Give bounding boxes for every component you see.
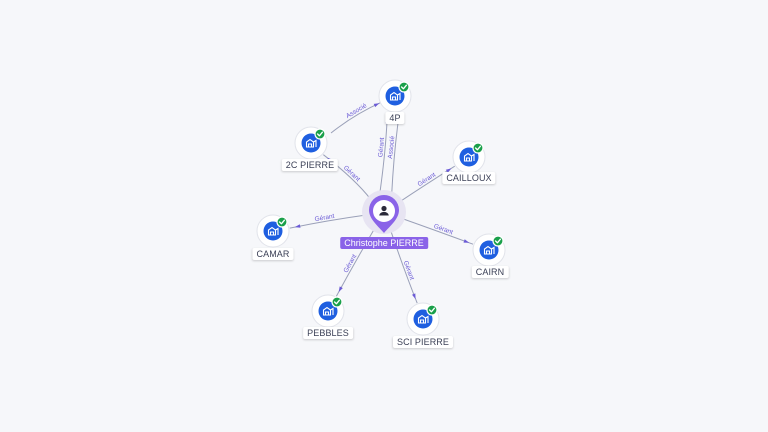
company-disc	[385, 86, 405, 106]
verified-check-icon	[276, 216, 288, 228]
company-node-pebbles[interactable]	[311, 294, 345, 328]
edge-label-camar-0: Gérant	[314, 213, 335, 223]
company-node-cairn[interactable]	[472, 233, 506, 267]
center-person-label[interactable]: Christophe PIERRE	[340, 237, 428, 249]
company-node-cailloux[interactable]	[452, 140, 486, 174]
person-icon	[379, 205, 389, 216]
company-disc	[301, 133, 321, 153]
company-label-pebbles[interactable]: PEBBLES	[303, 327, 353, 339]
company-node-camar[interactable]	[256, 214, 290, 248]
building-icon	[483, 245, 495, 255]
verified-check-icon	[472, 142, 484, 154]
building-icon	[389, 91, 401, 101]
verified-check-icon	[492, 235, 504, 247]
edge-label-2c-pierre-extra: Associé	[345, 102, 368, 120]
company-disc	[318, 301, 338, 321]
nodes-layer	[256, 79, 506, 336]
company-label-4p[interactable]: 4P	[385, 112, 405, 124]
company-label-sci-pierre[interactable]: SCI PIERRE	[392, 336, 454, 348]
edge-arrow-camar-0	[294, 224, 301, 228]
building-icon	[322, 306, 334, 316]
building-icon	[417, 314, 429, 324]
company-disc	[263, 221, 283, 241]
edge-label-4p-0: Gérant	[377, 137, 386, 158]
edge-arrow-sci-pierre-0	[412, 293, 416, 300]
verified-check-icon	[331, 296, 343, 308]
company-disc	[413, 309, 433, 329]
center-person-node[interactable]	[362, 190, 406, 234]
company-disc	[479, 240, 499, 260]
company-node-sci-pierre[interactable]	[406, 302, 440, 336]
company-disc	[459, 147, 479, 167]
company-label-cailloux[interactable]: CAILLOUX	[442, 172, 496, 184]
edge-arrow-cailloux-0	[445, 168, 452, 173]
verified-check-icon	[426, 304, 438, 316]
edge-label-4p-1: Associé	[387, 135, 396, 159]
edge-arrow-pebbles-0	[338, 286, 343, 292]
company-label-2c-pierre[interactable]: 2C PIERRE	[281, 159, 339, 171]
company-node-4p[interactable]	[378, 79, 412, 113]
edge-arrow-2c-pierre-extra	[373, 103, 380, 108]
edge-label-2c-pierre-0: Gérant	[342, 164, 361, 183]
verified-check-icon	[314, 128, 326, 140]
company-label-cairn[interactable]: CAIRN	[471, 266, 509, 278]
edge-label-cairn-0: Gérant	[433, 223, 454, 236]
company-node-2c-pierre[interactable]	[294, 126, 328, 160]
company-label-camar[interactable]: CAMAR	[252, 248, 294, 260]
edge-label-sci-pierre-0: Gérant	[402, 260, 415, 281]
building-icon	[267, 226, 279, 236]
building-icon	[305, 138, 317, 148]
edge-arrow-cairn-0	[463, 239, 470, 243]
verified-check-icon	[398, 81, 410, 93]
building-icon	[463, 152, 475, 162]
